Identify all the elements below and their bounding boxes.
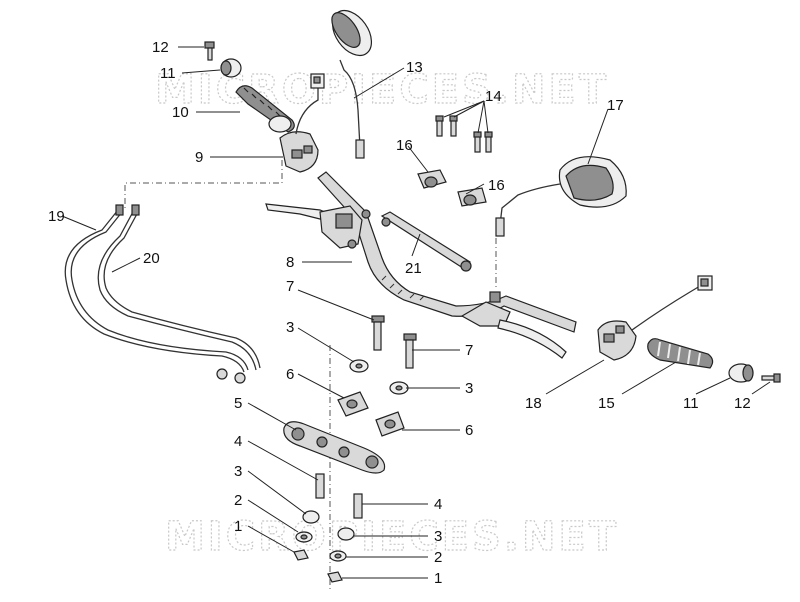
callout-1-left: 1 bbox=[234, 518, 242, 535]
washer-lower-right bbox=[329, 550, 347, 562]
clutch-cable bbox=[64, 204, 249, 380]
handlebar bbox=[317, 171, 577, 333]
brake-lever-right bbox=[460, 291, 567, 359]
callout-3-upper-left: 3 bbox=[286, 319, 294, 336]
nut-right bbox=[327, 571, 343, 583]
callout-19: 19 bbox=[48, 208, 65, 225]
washer-upper-left bbox=[349, 359, 369, 373]
throttle-cable bbox=[97, 204, 261, 384]
callout-3-lower-left: 3 bbox=[234, 463, 242, 480]
grip-right bbox=[647, 338, 714, 369]
stud-right bbox=[353, 493, 363, 519]
callout-5: 5 bbox=[234, 395, 242, 412]
grip-left bbox=[235, 85, 295, 133]
spacer-lower-left bbox=[302, 510, 320, 524]
callout-14: 14 bbox=[485, 88, 502, 105]
bar-end-weight-left bbox=[220, 58, 242, 78]
callout-17: 17 bbox=[607, 97, 624, 114]
callout-7-left: 7 bbox=[286, 278, 294, 295]
riser-bolt-right bbox=[403, 333, 417, 369]
callout-16-left: 16 bbox=[396, 137, 413, 154]
callout-12-right: 12 bbox=[734, 395, 751, 412]
bar-end-weight-right bbox=[728, 363, 754, 383]
handlebar-clamp-upper-right bbox=[457, 187, 487, 207]
mirror-left bbox=[331, 9, 373, 159]
callout-4-right: 4 bbox=[434, 496, 442, 513]
callout-13: 13 bbox=[406, 59, 423, 76]
callout-1-right: 1 bbox=[434, 570, 442, 587]
reinforcement-bar bbox=[380, 211, 472, 272]
callout-11-right: 11 bbox=[683, 395, 699, 412]
callout-2-right: 2 bbox=[434, 549, 442, 566]
callout-4-left: 4 bbox=[234, 433, 242, 450]
guide-line-left bbox=[124, 160, 283, 210]
upper-triple-clamp bbox=[283, 421, 386, 474]
riser-bolt-left bbox=[371, 315, 385, 351]
switch-housing-left bbox=[279, 73, 325, 173]
leader-lines bbox=[61, 46, 771, 579]
nut-left bbox=[293, 549, 309, 561]
watermark-bottom: MICROPIECES.NET bbox=[165, 514, 619, 560]
brake-lever-left bbox=[265, 203, 371, 249]
callout-2-left: 2 bbox=[234, 492, 242, 509]
callout-9: 9 bbox=[195, 149, 203, 166]
washer-upper-right bbox=[389, 381, 409, 395]
callout-12-left: 12 bbox=[152, 39, 169, 56]
bar-end-screw-left bbox=[204, 41, 215, 61]
callout-6-left: 6 bbox=[286, 366, 294, 383]
callout-16-right: 16 bbox=[488, 177, 505, 194]
callout-6-right: 6 bbox=[465, 422, 473, 439]
callout-3-upper-right: 3 bbox=[465, 380, 473, 397]
callout-11-left: 11 bbox=[160, 65, 176, 82]
clamp-screws bbox=[435, 115, 493, 153]
handlebar-clamp-upper-left bbox=[417, 169, 447, 189]
spacer-lower-right bbox=[337, 527, 355, 541]
mirror-right bbox=[495, 156, 627, 237]
stud-left bbox=[315, 473, 325, 499]
callout-21: 21 bbox=[405, 260, 422, 277]
bar-end-screw-right bbox=[761, 373, 781, 383]
callout-20: 20 bbox=[143, 250, 160, 267]
washer-lower-left bbox=[295, 531, 313, 543]
callout-18: 18 bbox=[525, 395, 542, 412]
callout-15: 15 bbox=[598, 395, 615, 412]
callout-8: 8 bbox=[286, 254, 294, 271]
riser-block-left bbox=[337, 391, 369, 417]
callout-numbers: 12 11 10 9 13 14 16 16 17 8 21 19 20 7 3… bbox=[48, 39, 751, 587]
callout-10: 10 bbox=[172, 104, 189, 121]
riser-block-right bbox=[375, 411, 405, 437]
callout-3-lower-right: 3 bbox=[434, 528, 442, 545]
callout-7-right: 7 bbox=[465, 342, 473, 359]
switch-housing-right bbox=[597, 275, 713, 361]
